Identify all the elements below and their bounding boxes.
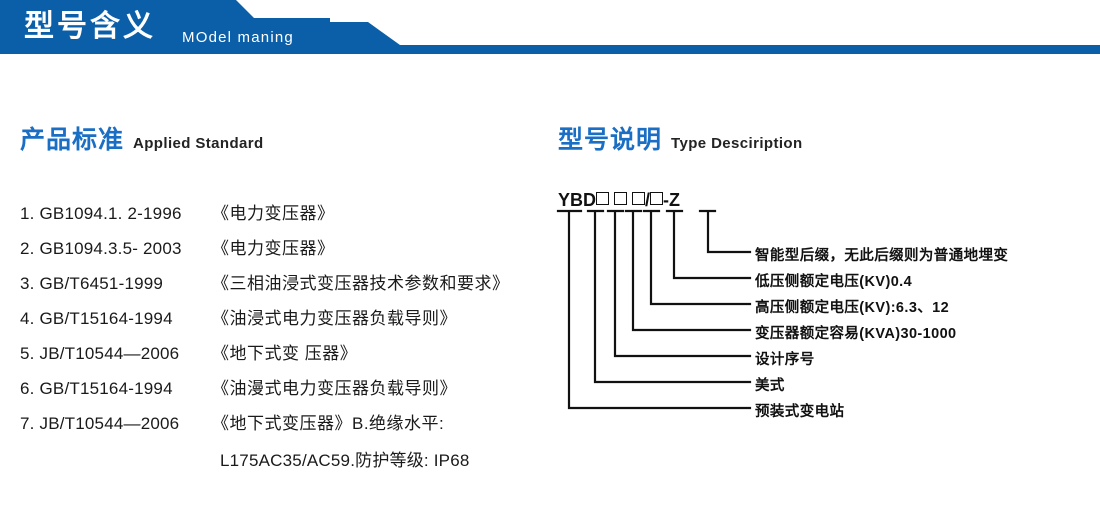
list-item: 2. GB1094.3.5- 2003 《电力变压器》 — [20, 231, 550, 266]
annotation-label-hv-rated-voltage: 高压侧额定电压(KV):6.3、12 — [755, 300, 950, 316]
standards-list: 1. GB1094.1. 2-1996 《电力变压器》 2. GB1094.3.5… — [20, 196, 550, 481]
list-item: 5. JB/T10544—2006 《地下式变 压器》 — [20, 336, 550, 371]
standard-name: 《三相油浸式变压器技术参数和要求》 — [212, 274, 510, 293]
code-segment-slash: / — [645, 190, 651, 210]
leader-line-1 — [706, 210, 752, 254]
standard-name: 《油浸式电力变压器负载导则》 — [212, 309, 457, 328]
annotation-label-lv-rated-voltage: 低压侧额定电压(KV)0.4 — [755, 274, 913, 290]
header-banner-shape — [0, 0, 1100, 54]
leader-line-6 — [593, 210, 752, 384]
leader-line-3 — [649, 210, 752, 306]
type-heading-cn: 型号说明 — [558, 126, 663, 154]
annotation-label-smart-suffix: 智能型后缀，无此后缀则为普通地埋变 — [755, 248, 1009, 264]
leader-line-4 — [631, 210, 752, 332]
code-box-2 — [614, 192, 628, 205]
leader-line-5 — [613, 210, 752, 358]
standards-heading-cn: 产品标准 — [20, 126, 125, 154]
standard-code: 5. JB/T10544—2006 — [20, 344, 180, 363]
standard-name: 《电力变压器》 — [212, 239, 335, 258]
list-item: 6. GB/T15164-1994 《油漫式电力变压器负载导则》 — [20, 371, 550, 406]
leader-line-7 — [567, 210, 752, 410]
header-title-en: MOdel maning — [182, 29, 294, 46]
leader-line-2 — [672, 210, 752, 280]
standard-name: 《油漫式电力变压器负载导则》 — [212, 379, 457, 398]
code-segment-yb: YB — [558, 190, 584, 210]
standard-continuation-line: L175AC35/AC59.防护等级: IP68 — [220, 451, 470, 470]
standard-code: 6. GB/T15164-1994 — [20, 379, 173, 398]
standard-code: 3. GB/T6451-1999 — [20, 274, 164, 293]
banner-polygon — [0, 0, 1100, 54]
code-box-4 — [650, 192, 664, 205]
leader-lines — [556, 209, 752, 410]
standards-heading-en: Applied Standard — [133, 135, 264, 152]
standard-code: 4. GB/T15164-1994 — [20, 309, 173, 328]
type-heading-en: Type Desciription — [671, 135, 803, 152]
standard-code: 1. GB1094.1. 2-1996 — [20, 204, 182, 223]
type-code-string: YB D / - Z — [558, 190, 680, 211]
header-banner: 型号含义 MOdel maning — [0, 0, 1100, 60]
type-heading: 型号说明 Type Desciription — [558, 120, 803, 156]
annotation-label-rated-capacity: 变压器额定容易(KVA)30-1000 — [755, 326, 957, 342]
standard-code: 7. JB/T10544—2006 — [20, 414, 180, 433]
standard-name: 《电力变压器》 — [212, 204, 335, 223]
annotation-label-design-serial: 设计序号 — [755, 352, 815, 368]
code-segment-d: D — [583, 190, 597, 210]
code-segment-dash: - — [663, 190, 670, 210]
standard-name: 《地下式变 压器》 — [212, 344, 358, 363]
code-segment-z: Z — [669, 190, 681, 210]
annotation-label-prefab-substation: 预装式变电站 — [755, 404, 845, 420]
code-box-3 — [632, 192, 646, 205]
standards-heading: 产品标准 Applied Standard — [20, 120, 264, 156]
list-item: 1. GB1094.1. 2-1996 《电力变压器》 — [20, 196, 550, 231]
annotation-label-american-style: 美式 — [755, 378, 785, 394]
code-box-1 — [596, 192, 610, 205]
list-item: 3. GB/T6451-1999 《三相油浸式变压器技术参数和要求》 — [20, 266, 550, 301]
standard-name: 《地下式变压器》B.绝缘水平: — [212, 414, 445, 433]
header-title-cn: 型号含义 — [24, 10, 156, 43]
type-designation-diagram: YB D / - Z 智能型后缀，无此后缀则 — [550, 190, 1100, 440]
standard-code: 2. GB1094.3.5- 2003 — [20, 239, 182, 258]
list-item: 4. GB/T15164-1994 《油浸式电力变压器负载导则》 — [20, 301, 550, 336]
list-item: 7. JB/T10544—2006 《地下式变压器》B.绝缘水平: — [20, 406, 550, 441]
